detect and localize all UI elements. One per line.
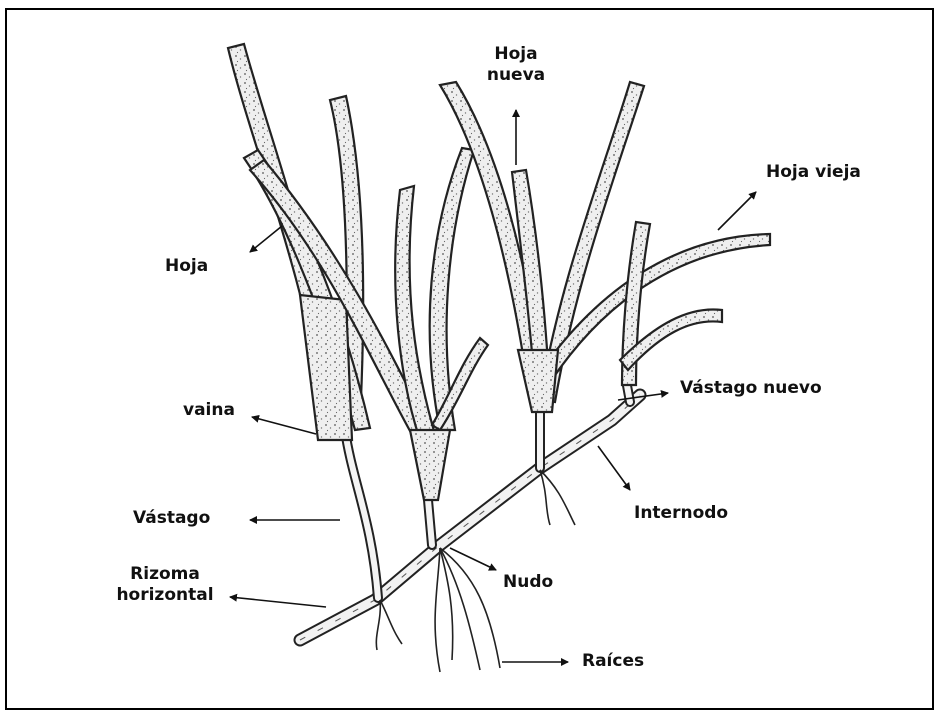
label-raices: Raíces <box>582 651 644 672</box>
label-vastago: Vástago <box>133 508 210 529</box>
label-hoja-vieja: Hoja vieja <box>766 162 861 183</box>
leaves-plant-3 <box>440 82 770 412</box>
label-rizoma-horizontal: Rizoma horizontal <box>106 564 224 606</box>
leaves-plant-2 <box>250 148 488 500</box>
label-internodo: Internodo <box>634 503 728 524</box>
label-hoja-nueva: Hoja nueva <box>482 44 550 86</box>
label-nudo: Nudo <box>503 572 553 593</box>
label-vaina: vaina <box>183 400 235 421</box>
leaves-plant-1 <box>228 44 370 440</box>
label-hoja: Hoja <box>165 256 208 277</box>
label-vastago-nuevo: Vástago nuevo <box>680 378 822 399</box>
